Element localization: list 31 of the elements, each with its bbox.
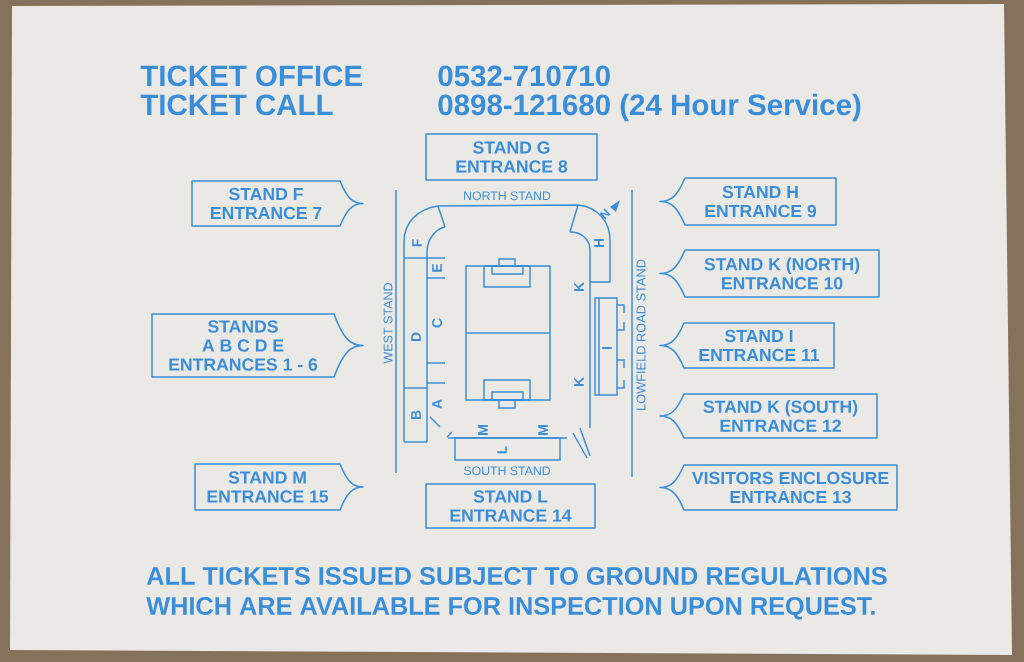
section-letter: H bbox=[594, 238, 604, 248]
heading-label: TICKET OFFICE bbox=[140, 65, 362, 87]
section-letter: M bbox=[538, 425, 548, 435]
stand-name: LOWFIELD ROAD STAND bbox=[636, 259, 646, 410]
pointer-box: STAND K (SOUTH) ENTRANCE 12 bbox=[659, 393, 878, 439]
section-letter: E bbox=[432, 263, 442, 272]
phone-number: 0532-710710 bbox=[438, 65, 610, 87]
section-letter: A bbox=[432, 399, 442, 409]
section-letter: B bbox=[411, 410, 421, 420]
section-letter: M bbox=[478, 425, 488, 435]
pointer-box: STAND M ENTRANCE 15 bbox=[194, 463, 364, 511]
section-letter: D bbox=[411, 332, 421, 342]
phone-number: 0898-121680 (24 Hour Service) bbox=[438, 93, 861, 122]
pointer-box: STAND F ENTRANCE 7 bbox=[191, 180, 364, 227]
pointer-box: STAND I ENTRANCE 11 bbox=[659, 322, 835, 369]
stand-name: WEST STAND bbox=[383, 283, 393, 364]
section-letter: F bbox=[412, 239, 422, 247]
notice-text: ALL TICKETS ISSUED SUBJECT TO GROUND REGULATIONS WHICH ARE AVAILABLE FOR INSPECTION UPON REQUEST. bbox=[146, 567, 887, 620]
compass-letter: N bbox=[599, 208, 611, 220]
text-box: STAND G ENTRANCE 8 bbox=[425, 133, 598, 181]
section-letter: I bbox=[602, 347, 612, 349]
text-box: STAND L ENTRANCE 14 bbox=[425, 483, 596, 529]
pointer-box: STANDS A B C D E ENTRANCES 1 - 6 bbox=[151, 313, 364, 378]
pointer-box: STAND H ENTRANCE 9 bbox=[659, 177, 837, 226]
section-letter: K bbox=[574, 377, 584, 387]
pointer-box: VISITORS ENCLOSURE ENTRANCE 13 bbox=[659, 464, 898, 511]
section-letter: K bbox=[574, 282, 584, 292]
section-letter: L bbox=[497, 446, 507, 454]
section-letter: C bbox=[432, 318, 442, 328]
pointer-box: STAND K (NORTH) ENTRANCE 10 bbox=[659, 249, 880, 298]
heading-label: TICKET CALL bbox=[140, 94, 333, 116]
